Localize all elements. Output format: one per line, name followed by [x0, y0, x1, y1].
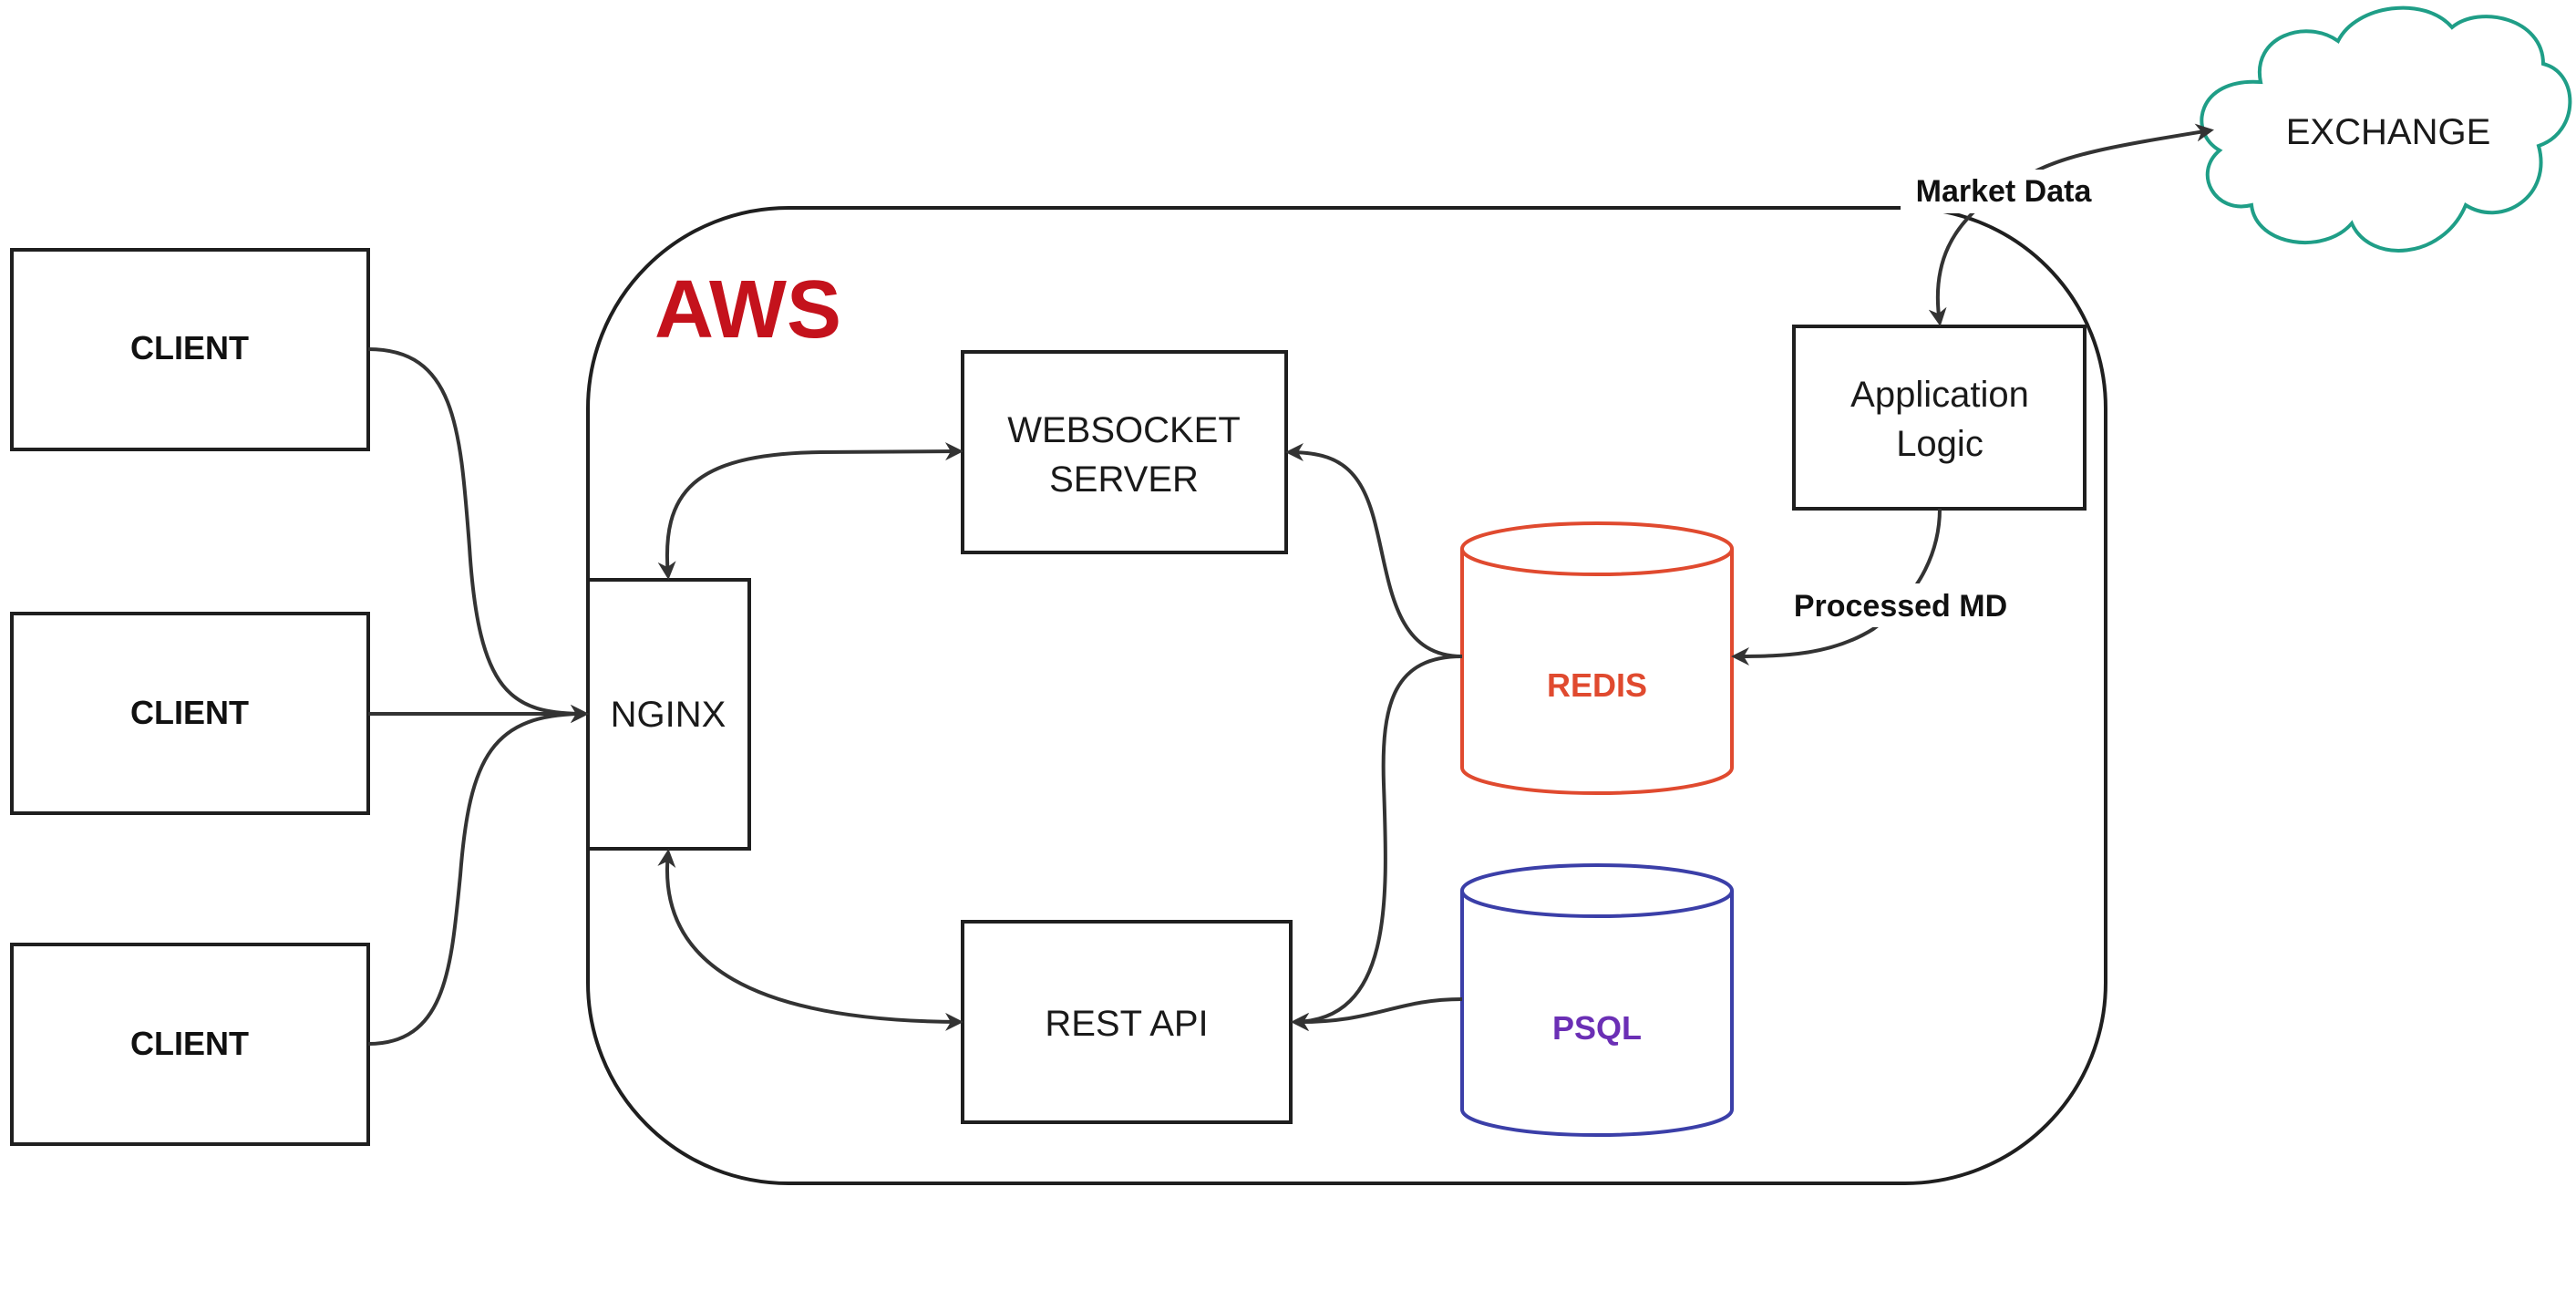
processed-md-label-bg: [1787, 583, 2014, 627]
exchange-cloud: EXCHANGE: [2200, 5, 2572, 253]
edge-nginx-websocket: [657, 442, 963, 580]
websocket-server-node: WEBSOCKET SERVER: [961, 350, 1288, 554]
app-logic-label-line2: Logic: [1896, 424, 1984, 464]
application-logic-node: Application Logic: [1792, 325, 2087, 511]
edge-psql-restapi: [1291, 997, 1463, 1032]
edge-nginx-restapi: [657, 849, 963, 1031]
exchange-label: EXCHANGE: [2286, 112, 2491, 152]
rest-api-node: REST API: [961, 920, 1293, 1124]
aws-label: AWS: [654, 264, 841, 356]
processed-md-label: Processed MD: [1794, 589, 2007, 624]
edge-applogic-redis: [1731, 508, 1942, 666]
market-data-label-bg: [1901, 170, 2106, 213]
client-label: CLIENT: [130, 329, 249, 366]
market-data-label: Market Data: [1916, 174, 2093, 209]
client-label: CLIENT: [130, 1025, 249, 1062]
edge-client1-nginx: [367, 347, 589, 723]
edge-redis-websocket: [1285, 443, 1463, 658]
edge-exchange-applogic: [1928, 123, 2214, 326]
client-label: CLIENT: [130, 694, 249, 731]
websocket-label-line1: WEBSOCKET: [1007, 410, 1241, 450]
client-node-2: CLIENT: [10, 612, 370, 815]
edge-client3-nginx: [367, 705, 589, 1046]
nginx-label: NGINX: [611, 695, 726, 735]
psql-label: PSQL: [1552, 1009, 1642, 1047]
rest-api-label: REST API: [1045, 1004, 1208, 1044]
client-node-3: CLIENT: [10, 943, 370, 1146]
websocket-label-line2: SERVER: [1049, 459, 1199, 500]
redis-database: REDIS: [1460, 521, 1734, 795]
psql-database: PSQL: [1460, 863, 1734, 1137]
redis-label: REDIS: [1547, 666, 1647, 704]
client-node-1: CLIENT: [10, 248, 370, 451]
nginx-node: NGINX: [586, 578, 751, 851]
app-logic-label-line1: Application: [1850, 375, 2029, 415]
edge-redis-restapi: [1291, 655, 1463, 1031]
